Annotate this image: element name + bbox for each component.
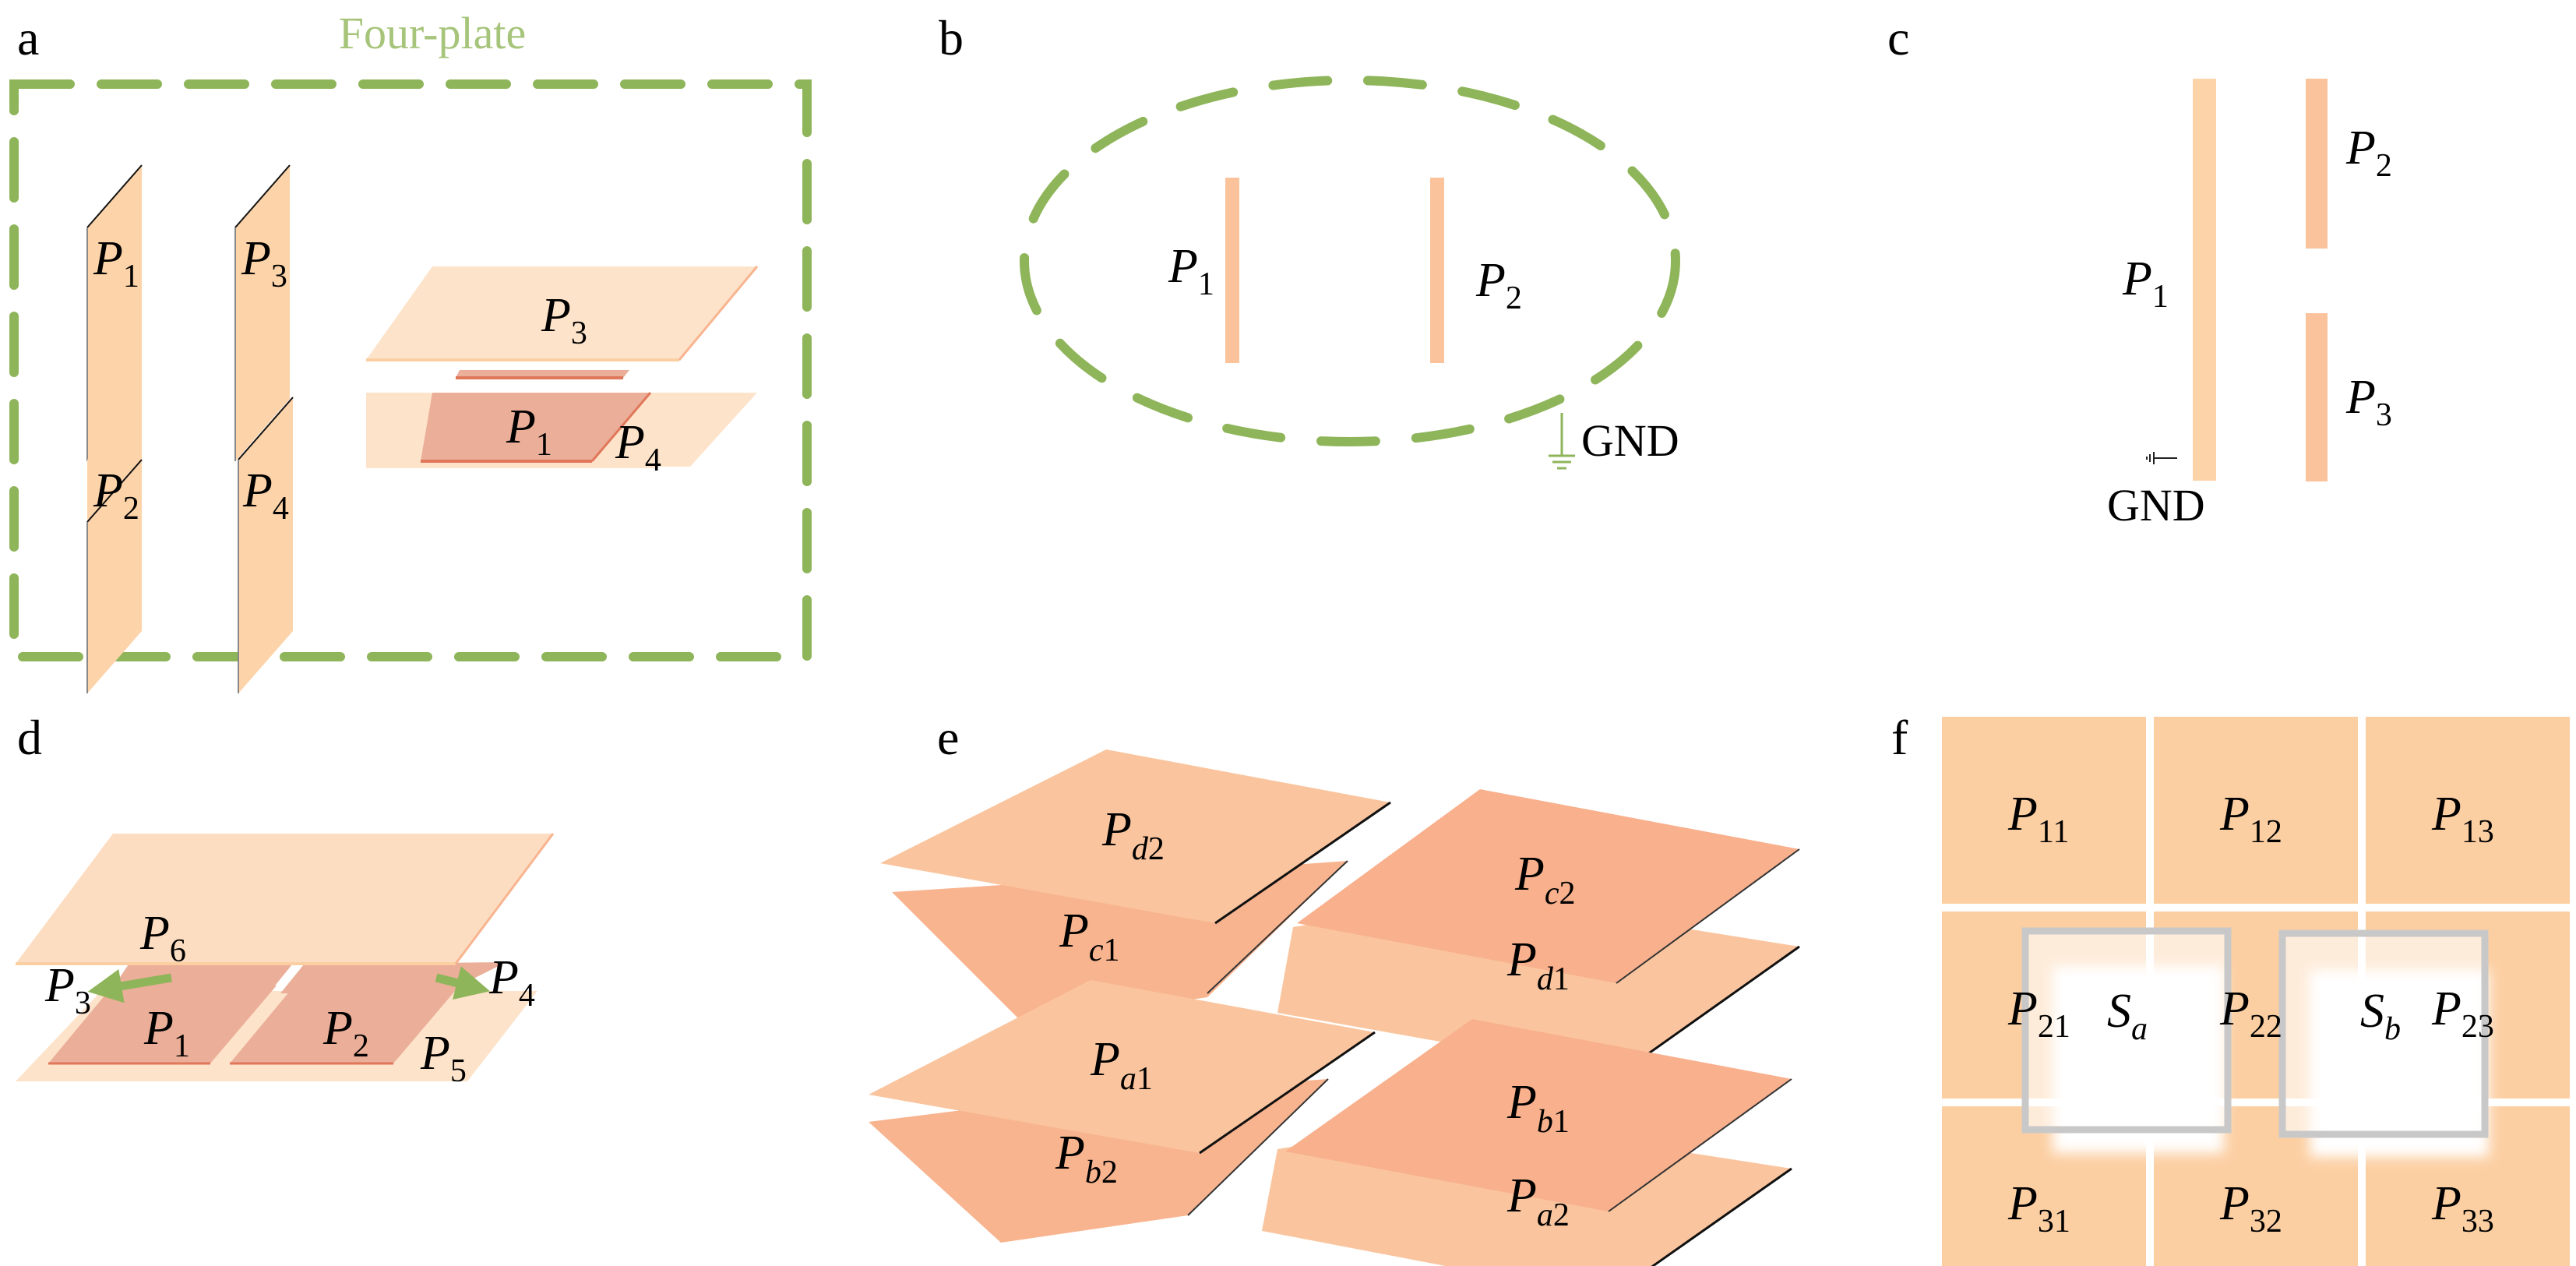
panel-letter-b: b [939,10,964,65]
ground-symbol-icon [2146,452,2177,464]
sensor-sa: Sa [2021,927,2232,1153]
label-pc1: Pc1 [1059,905,1120,968]
panel-letter-e: e [937,710,959,765]
plate-p2 [2306,79,2328,249]
label-p2: P2 [322,1002,369,1064]
label-p5: P5 [420,1027,467,1089]
stack-top-plate-p3 [366,266,757,360]
electrode-cell-p11 [1942,717,2146,904]
label-sb: Sb [2360,985,2401,1047]
panel-a-title: Four-plate [339,8,526,58]
arrow-right-icon [435,966,491,1000]
stacked-plates: P3 P1 P4 [366,266,759,478]
plate-pair-c2-d1: Pc2 Pd1 [1277,789,1800,1075]
plate-p2 [1430,178,1444,363]
panel-e: e Pd2 Pc1 Pc2 Pd1 Pa1 Pb2 [869,710,1800,1266]
plate-pc2 [1297,789,1799,983]
electrode-cell-p13 [2366,717,2570,904]
label-p13: P13 [2431,788,2494,850]
plate-pair-d2-c1: Pd2 Pc1 [880,749,1391,1024]
label-p1: P1 [2122,252,2169,315]
plate-pair-b1-a2: Pb1 Pa2 [1262,1019,1792,1266]
label-stack-p1: P1 [506,400,552,463]
vertical-plate-p3: P3 [234,164,291,461]
plate-p3 [2306,313,2328,481]
sensor-sb: Sb [2278,929,2489,1157]
panel-b: b P1 P2 GND [939,10,1680,470]
label-p3-vertical: P3 [241,232,287,294]
panel-letter-a: a [17,10,39,65]
label-p1-vertical: P1 [93,232,139,294]
label-stack-p4: P4 [615,416,661,478]
vertical-plate-p4: P4 [238,397,294,693]
plate-p1 [1225,178,1239,363]
stack-inner-plate-p1 [421,393,650,461]
pad-p3 [109,964,292,993]
four-plate-dashed-border [9,79,812,661]
pad-p2 [230,986,460,1063]
label-p6: P6 [139,907,186,969]
label-pa1: Pa1 [1090,1033,1153,1097]
panel-letter-f: f [1891,710,1908,765]
label-p22: P22 [2219,982,2282,1045]
label-p4: P4 [488,951,535,1014]
plate-pa1 [869,980,1375,1153]
label-p21: P21 [2007,982,2070,1045]
label-pc2: Pc2 [1514,848,1576,912]
ground-label: GND [1581,415,1679,466]
label-stack-p3: P3 [541,289,587,351]
label-p1: P1 [1168,240,1214,302]
electrode-cell-p12 [2154,717,2358,904]
plate-pd2 [880,749,1390,923]
dashed-enclosure-ellipse [1020,76,1680,446]
label-pa2: Pa2 [1506,1169,1570,1233]
label-p2: P2 [1475,254,1522,316]
pad-p1 [48,986,277,1063]
label-p33: P33 [2431,1177,2494,1240]
label-p23: P23 [2431,982,2494,1045]
panel-d: d P6 P3 P4 P1 P2 P5 [16,710,555,1089]
ground-label: GND [2107,480,2205,531]
label-p2-vertical: P2 [93,464,139,527]
label-pb1: Pb1 [1506,1076,1570,1140]
vertical-plate-p1: P1 [86,164,143,461]
vertical-plate-p2: P2 [86,397,143,693]
label-p3: P3 [44,959,91,1021]
label-p4-vertical: P4 [242,464,289,527]
label-sa: Sa [2107,985,2148,1047]
panel-letter-d: d [17,710,42,765]
panel-letter-c: c [1887,10,1909,65]
label-p12: P12 [2219,788,2282,850]
label-p32: P32 [2219,1177,2282,1240]
label-p2: P2 [2345,122,2392,184]
label-pd1: Pd1 [1506,933,1570,997]
label-pd2: Pd2 [1101,803,1165,867]
plate-pb1 [1285,1019,1792,1211]
arrow-left-icon [87,968,172,1003]
top-plate-p6 [16,834,553,964]
panel-a: a Four-plate P1 P3 P2 P4 [9,8,812,693]
plate-p1 [2193,79,2216,481]
label-pb2: Pb2 [1055,1127,1118,1190]
label-p11: P11 [2007,788,2069,850]
label-p31: P31 [2007,1177,2070,1240]
panel-c: c P1 P2 P3 GND [1887,10,2392,531]
ground-symbol-icon [1549,413,1575,470]
label-p1: P1 [143,1002,190,1064]
plate-pair-a1-b2: Pa1 Pb2 [869,980,1376,1243]
label-p3: P3 [2345,371,2392,433]
